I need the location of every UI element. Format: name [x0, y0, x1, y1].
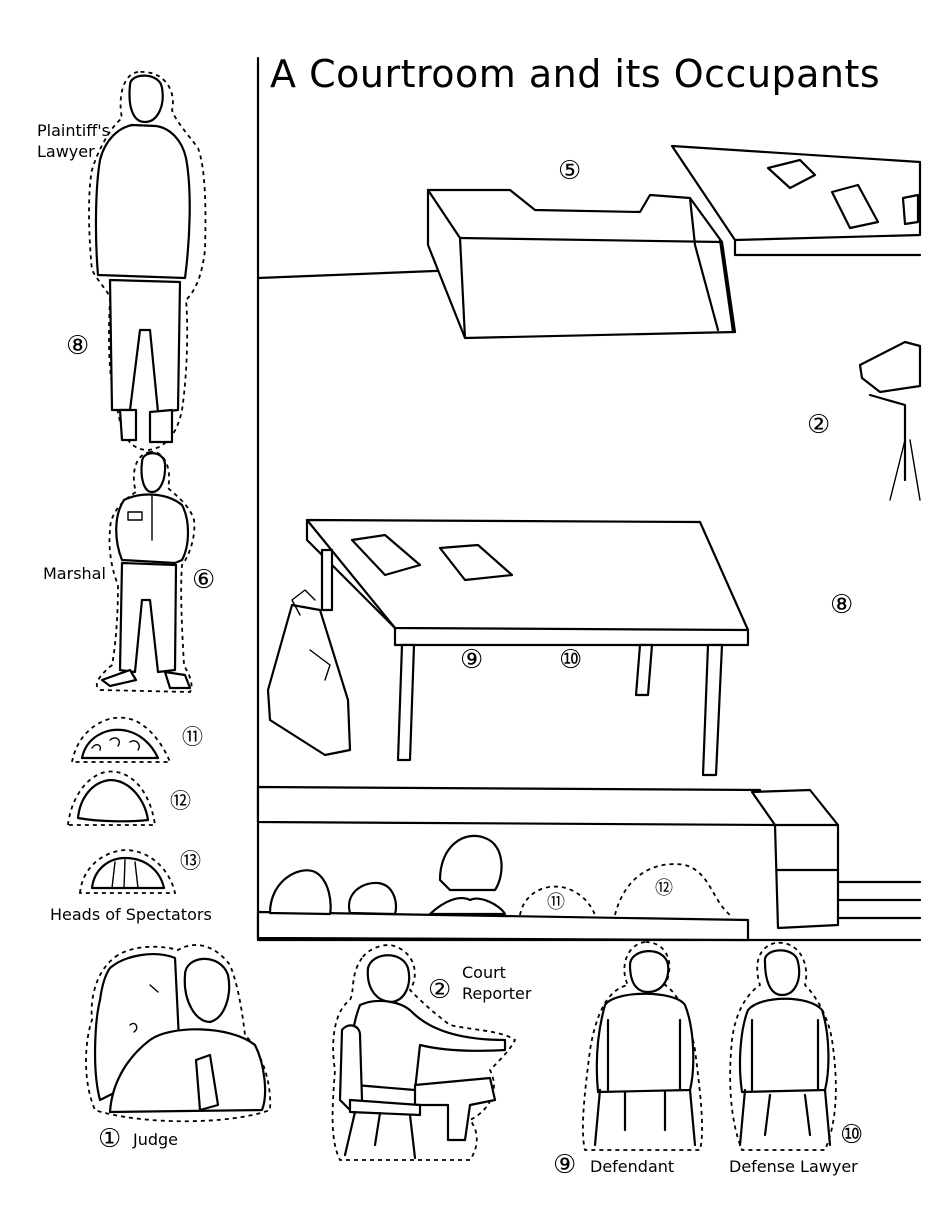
- spectator-head-12: [67, 770, 157, 826]
- number-13-head: ⑬: [180, 849, 201, 873]
- counsel-table: [266, 518, 750, 777]
- number-11-gallery: ⑪: [547, 892, 565, 913]
- number-2-court-reporter: ②: [428, 975, 452, 1005]
- court-reporter-figure: [331, 944, 517, 1161]
- number-6-marshal: ⑥: [192, 565, 216, 595]
- number-10-table: ⑩: [559, 645, 583, 675]
- label-plaintiffs-lawyer-line2: Lawyer: [37, 142, 95, 161]
- number-5-bench: ⑤: [558, 156, 582, 186]
- label-court-reporter-line2: Reporter: [462, 984, 532, 1003]
- stenotype-machine: [858, 340, 922, 501]
- defense-lawyer-figure: [729, 942, 837, 1151]
- spectator-head-11: [70, 716, 172, 763]
- clerk-desk: [670, 144, 922, 334]
- gallery-railing: [256, 785, 922, 942]
- number-12-head: ⑫: [170, 789, 191, 813]
- defendant-figure: [582, 941, 703, 1151]
- label-marshal: Marshal: [43, 564, 106, 583]
- judge-bench: [426, 188, 737, 340]
- number-11-head: ⑪: [182, 725, 203, 749]
- number-9-table: ⑨: [460, 645, 484, 675]
- marshal-figure: [95, 451, 196, 693]
- number-1-judge: ①: [98, 1124, 122, 1154]
- label-heads-of-spectators: Heads of Spectators: [50, 905, 212, 924]
- number-8-plaintiffs-lawyer: ⑧: [66, 331, 90, 361]
- label-judge: Judge: [133, 1130, 179, 1149]
- number-12-gallery: ⑫: [655, 878, 673, 899]
- number-8-scene: ⑧: [830, 590, 854, 620]
- number-10-defense-lawyer: ⑩: [840, 1120, 864, 1150]
- spectator-head-13: [79, 849, 177, 894]
- number-2-stenotype: ②: [807, 410, 831, 440]
- label-court-reporter-line1: Court: [462, 963, 506, 982]
- label-defense-lawyer: Defense Lawyer: [729, 1157, 858, 1176]
- number-9-defendant: ⑨: [553, 1150, 577, 1180]
- plaintiffs-lawyer-figure: [88, 71, 207, 451]
- label-defendant: Defendant: [590, 1157, 675, 1176]
- label-plaintiffs-lawyer-line1: Plaintiff's: [37, 121, 110, 140]
- judge-figure: [85, 944, 272, 1123]
- spectator-heads: [268, 834, 731, 916]
- page-title: A Courtroom and its Occupants: [270, 52, 881, 96]
